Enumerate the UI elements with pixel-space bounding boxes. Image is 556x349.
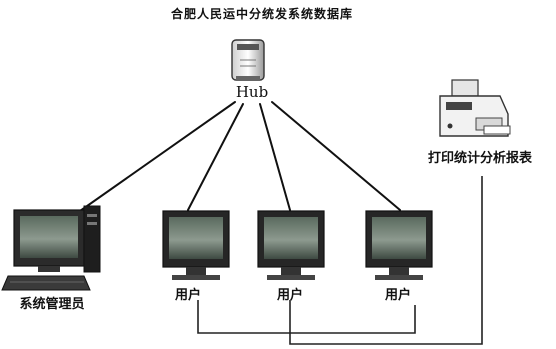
- printer-bus: [197, 176, 483, 345]
- hub-label: Hub: [236, 83, 268, 101]
- wire-hub-user-2: [259, 103, 291, 211]
- wire-hub-admin: [69, 101, 236, 219]
- printer-label: 打印统计分析报表: [428, 150, 533, 166]
- admin-computer-icon: [1, 205, 101, 291]
- user-monitor-icon: [162, 210, 230, 280]
- diagram-title: 合肥人民运中分统发系统数据库: [171, 6, 353, 21]
- wire-hub-user-3: [271, 101, 401, 211]
- admin-label: 系统管理员: [19, 296, 84, 312]
- user-label: 用户: [276, 287, 303, 303]
- hub-icon: [231, 39, 265, 81]
- printer-icon: [439, 79, 511, 137]
- user-monitor-icon: [365, 210, 433, 280]
- user-monitor-icon: [257, 210, 325, 280]
- user-label: 用户: [384, 287, 411, 303]
- user-label: 用户: [174, 287, 201, 303]
- wire-hub-user-1: [187, 103, 244, 211]
- hub-connections: [69, 101, 401, 219]
